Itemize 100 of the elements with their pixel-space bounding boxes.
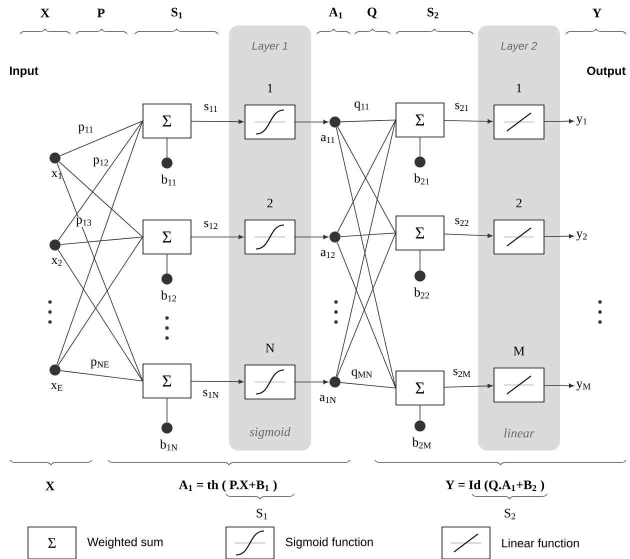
formula: A$_{1}$ = th ( P.X+B$_{1}$ ) xyxy=(178,480,277,492)
connector xyxy=(340,232,396,238)
neuron-dot xyxy=(414,156,426,168)
connector xyxy=(166,398,168,423)
connector xyxy=(56,120,144,366)
legend-text: Weighted sum xyxy=(87,537,163,549)
dot-label: b$_{22}$ xyxy=(414,288,430,298)
dot-label: x$_{2}$ xyxy=(51,258,62,266)
sigmoid-box xyxy=(244,104,296,140)
connector xyxy=(58,249,144,382)
connector xyxy=(444,384,492,388)
formula: Y = Id (Q.A$_{1}$+B$_{2}$ ) xyxy=(446,480,544,492)
connector xyxy=(58,120,144,241)
dot-label: a$_{1N}$ xyxy=(320,395,336,403)
neuron-number: 2 xyxy=(267,198,273,208)
edge-label: s$_{22}$ xyxy=(454,218,470,226)
neuron-dot xyxy=(414,420,426,432)
edge-label: s$_{1N}$ xyxy=(202,390,220,398)
dot-label: a$_{11}$ xyxy=(320,135,334,143)
input-heading: Input xyxy=(10,66,38,78)
linear-box xyxy=(494,104,544,140)
output-heading: Output xyxy=(587,66,626,78)
neuron-number: N xyxy=(266,344,274,352)
connector xyxy=(58,161,144,238)
connector xyxy=(444,234,492,238)
edge-label: p$_{13}$ xyxy=(76,217,93,227)
connector xyxy=(60,370,144,382)
connector xyxy=(58,236,144,366)
sum-box: Σ xyxy=(396,102,444,138)
linear-box xyxy=(494,368,544,402)
connector xyxy=(295,380,328,384)
sigmoid-box xyxy=(244,220,296,254)
connector xyxy=(60,120,144,156)
column-label: X xyxy=(40,8,50,18)
connector xyxy=(544,119,574,124)
neuron-number: 1 xyxy=(516,84,522,92)
dot-label: b$_{12}$ xyxy=(160,290,176,302)
sum-box: Σ xyxy=(396,216,444,250)
column-label: Q xyxy=(368,8,376,18)
edge-label: p$_{12}$ xyxy=(92,157,110,167)
connector xyxy=(60,236,144,245)
column-label: S$_{2}$ xyxy=(428,8,438,18)
neuron-number: 1 xyxy=(268,84,272,92)
sum-box: Σ xyxy=(142,220,192,254)
output-label: y$_{M}$ xyxy=(576,382,590,390)
connector xyxy=(166,138,168,158)
connector xyxy=(295,234,328,240)
edge-label: s$_{12}$ xyxy=(203,220,219,230)
edge-label: q$_{MN}$ xyxy=(350,369,374,379)
formula-part-label: S$_{1}$ xyxy=(256,508,268,520)
edge-label: p$_{NE}$ xyxy=(90,359,110,369)
connector xyxy=(191,380,244,384)
edge-label: s$_{2M}$ xyxy=(452,368,472,378)
sum-box: Σ xyxy=(396,370,444,406)
column-label: X xyxy=(46,482,55,490)
formula-part-label: S$_{2}$ xyxy=(504,508,516,520)
connector xyxy=(340,382,396,388)
connector xyxy=(166,254,168,274)
dot-label: b$_{2M}$ xyxy=(412,438,432,448)
edge-label: p$_{11}$ xyxy=(78,124,94,134)
edge-label: s$_{11}$ xyxy=(203,104,219,112)
edge-label: s$_{21}$ xyxy=(454,102,470,112)
neuron-dot xyxy=(162,274,172,284)
neuron-dot xyxy=(414,270,426,282)
dot-label: x$_{1}$ xyxy=(51,171,62,179)
neuron-dot xyxy=(50,240,60,250)
neuron-dot xyxy=(162,422,172,434)
neuron-dot xyxy=(330,376,340,388)
connector xyxy=(56,162,144,382)
dot-label: b$_{11}$ xyxy=(161,174,176,186)
column-label: S$_{1}$ xyxy=(172,8,182,18)
dot-label: a$_{12}$ xyxy=(320,250,335,258)
connector xyxy=(295,120,328,124)
connector xyxy=(544,234,574,238)
sigmoid-box xyxy=(244,364,296,400)
legend-text: Linear function xyxy=(502,538,579,548)
connector xyxy=(191,120,244,124)
dot-label: b$_{21}$ xyxy=(414,174,429,184)
neuron-dot xyxy=(330,116,340,128)
legend-text: Sigmoid function xyxy=(286,537,373,549)
output-label: y$_{1}$ xyxy=(576,116,587,126)
output-label: y$_{2}$ xyxy=(576,232,587,240)
column-label: Y xyxy=(592,8,602,18)
sum-box: Σ xyxy=(142,364,192,398)
linear-box xyxy=(494,220,544,254)
connector xyxy=(340,120,396,122)
sum-box: Σ xyxy=(142,104,192,138)
neuron-number: 2 xyxy=(516,198,522,208)
neuron-number: M xyxy=(514,346,524,356)
dot-label: x$_{E}$ xyxy=(50,383,62,391)
edge-label: q$_{11}$ xyxy=(354,101,370,111)
neuron-dot xyxy=(50,152,60,164)
neuron-dot xyxy=(162,158,172,168)
connector xyxy=(544,384,574,388)
column-label: P xyxy=(97,8,105,18)
connector xyxy=(444,119,492,124)
neuron-dot xyxy=(50,364,60,376)
neuron-dot xyxy=(330,232,340,242)
column-label: A$_{1}$ xyxy=(328,8,342,18)
connector xyxy=(191,234,244,240)
